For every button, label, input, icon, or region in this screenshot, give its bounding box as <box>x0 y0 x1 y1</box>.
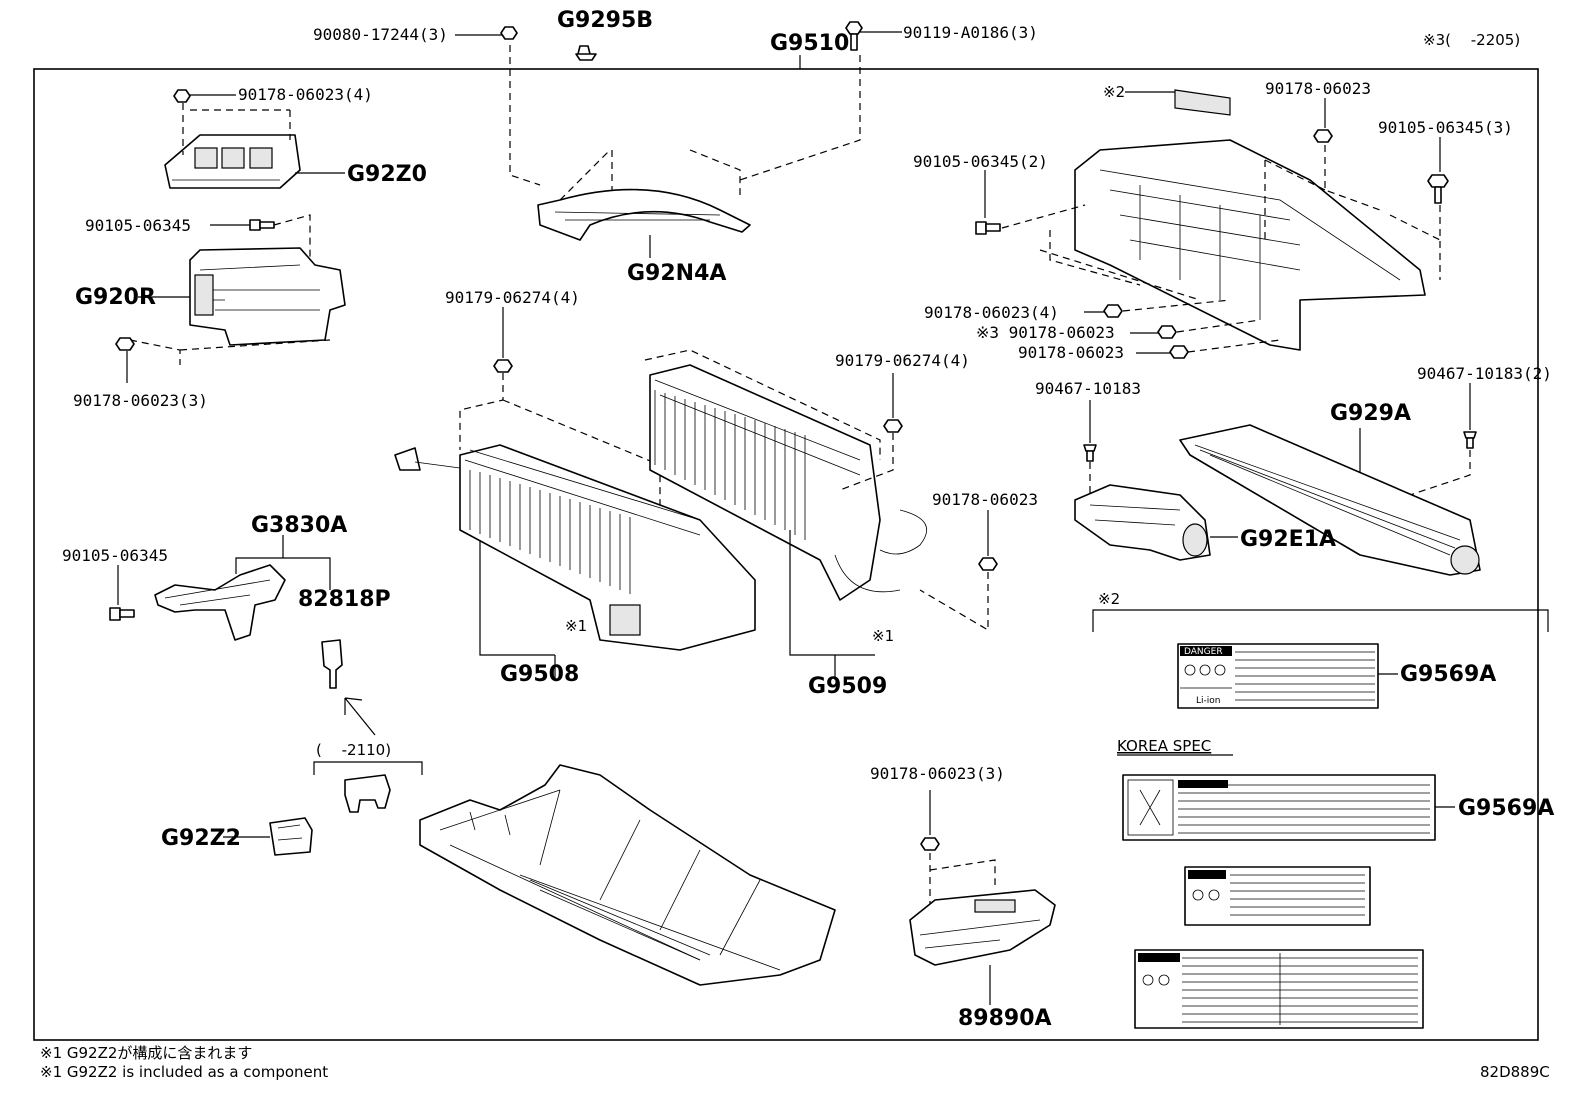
nut-icon <box>500 26 518 40</box>
footnote-english: ※1 G92Z2 is included as a component <box>40 1063 328 1081</box>
bolt-icon <box>845 21 863 51</box>
label-90179-06274-4-left: 90179-06274(4) <box>445 288 580 307</box>
battery-tray <box>419 764 836 986</box>
footnote-japanese: ※1 G92Z2が構成に含まれます <box>40 1044 252 1062</box>
nut-icon <box>883 419 903 433</box>
svg-text:DANGER: DANGER <box>1184 647 1223 657</box>
connector-82818p <box>321 639 343 689</box>
label-90105-06345-lower: 90105-06345 <box>62 546 168 565</box>
nut-icon <box>1157 325 1177 339</box>
battery-module-g9508 <box>394 444 756 651</box>
bolt-icon <box>975 221 1001 235</box>
upper-cover-g9510 <box>1074 139 1426 351</box>
label-g929a: G929A <box>1330 401 1411 426</box>
label-g9569a-top: G9569A <box>1400 662 1496 687</box>
battery-cover-g92n4a <box>537 188 751 241</box>
label-90105-06345-3: 90105-06345(3) <box>1378 118 1513 137</box>
label-sticker-small <box>1174 89 1231 116</box>
connector-g92z2 <box>269 817 313 856</box>
label-90178-06023-4-right: 90178-06023(4) <box>924 303 1059 322</box>
label-90080-17244: 90080-17244(3) <box>313 25 448 44</box>
nut-icon <box>115 337 135 351</box>
label-90179-06274-4-right: 90179-06274(4) <box>835 351 970 370</box>
label-90178-06023-mid: 90178-06023 <box>932 490 1038 509</box>
battery-ecu-89890a <box>909 889 1056 966</box>
diagram-frame <box>33 68 1539 1041</box>
label-90105-06345-2: 90105-06345(2) <box>913 152 1048 171</box>
label-90178-06023-3-left: 90178-06023(3) <box>73 391 208 410</box>
label-g9508: G9508 <box>500 662 579 687</box>
arrow-icon <box>344 697 376 736</box>
bolt-icon <box>109 607 135 621</box>
bolt-icon <box>249 219 275 231</box>
nut-icon <box>1313 129 1333 143</box>
label-g9295b: G9295B <box>557 8 653 33</box>
label-range-2110: ( -2110) <box>316 741 391 759</box>
label-82818p: 82818P <box>298 587 391 612</box>
label-90467-10183-2: 90467-10183(2) <box>1417 364 1552 383</box>
label-sticker-korea <box>1122 774 1436 841</box>
label-sticker-g9569a: DANGER Li-ion <box>1177 643 1379 709</box>
svg-text:Li-ion: Li-ion <box>1196 696 1220 706</box>
label-g92z2: G92Z2 <box>161 826 241 851</box>
label-sticker-variant-a <box>1184 866 1371 926</box>
label-90178-06023-4-top: 90178-06023(4) <box>238 85 373 104</box>
label-note1-g9509: ※1 <box>872 627 894 645</box>
clip-icon <box>575 45 597 61</box>
label-g9510: G9510 <box>770 31 849 56</box>
label-90467-10183: 90467-10183 <box>1035 379 1141 398</box>
nut-icon <box>173 89 191 103</box>
relay-block-g92z0 <box>164 134 301 189</box>
bracket-g920r <box>189 247 346 346</box>
label-note1-g9508: ※1 <box>565 617 587 635</box>
label-90178-06023-3-bottom: 90178-06023(3) <box>870 764 1005 783</box>
diagram-code: 82D889C <box>1480 1063 1550 1081</box>
nut-icon <box>493 359 513 373</box>
label-g9569a-korea: G9569A <box>1458 796 1554 821</box>
label-g920r: G920R <box>75 285 156 310</box>
battery-module-g9509 <box>649 364 927 601</box>
label-90119-a0186: 90119-A0186(3) <box>903 23 1038 42</box>
label-g9509: G9509 <box>808 674 887 699</box>
connector-variant <box>344 774 391 813</box>
label-90178-06023-right: 90178-06023 <box>1018 343 1124 362</box>
nut-icon <box>978 557 998 571</box>
bolt-icon <box>1083 444 1097 462</box>
nut-icon <box>1169 345 1189 359</box>
label-note2-stickers: ※2 <box>1098 590 1120 608</box>
nut-icon <box>1103 304 1123 318</box>
nut-icon <box>920 837 940 851</box>
label-korea-spec: KOREA SPEC <box>1117 737 1211 755</box>
label-sticker-variant-b <box>1134 949 1424 1029</box>
label-note3-range: ※3( -2205) <box>1423 31 1520 49</box>
duct-g92e1a <box>1074 484 1211 561</box>
label-g92e1a: G92E1A <box>1240 527 1336 552</box>
label-note2-top: ※2 <box>1103 83 1125 101</box>
label-g92n4a: G92N4A <box>627 261 726 286</box>
label-g3830a: G3830A <box>251 513 347 538</box>
label-90178-06023-top-right: 90178-06023 <box>1265 79 1371 98</box>
label-90105-06345-left: 90105-06345 <box>85 216 191 235</box>
bolt-icon <box>1427 174 1449 204</box>
label-89890a: 89890A <box>958 1006 1052 1031</box>
label-g92z0: G92Z0 <box>347 162 427 187</box>
bolt-icon <box>1463 431 1477 449</box>
label-note3-90178-06023: ※3 90178-06023 <box>976 323 1115 342</box>
duct-g929a <box>1179 424 1481 576</box>
harness-bracket-g3830a <box>154 564 286 641</box>
